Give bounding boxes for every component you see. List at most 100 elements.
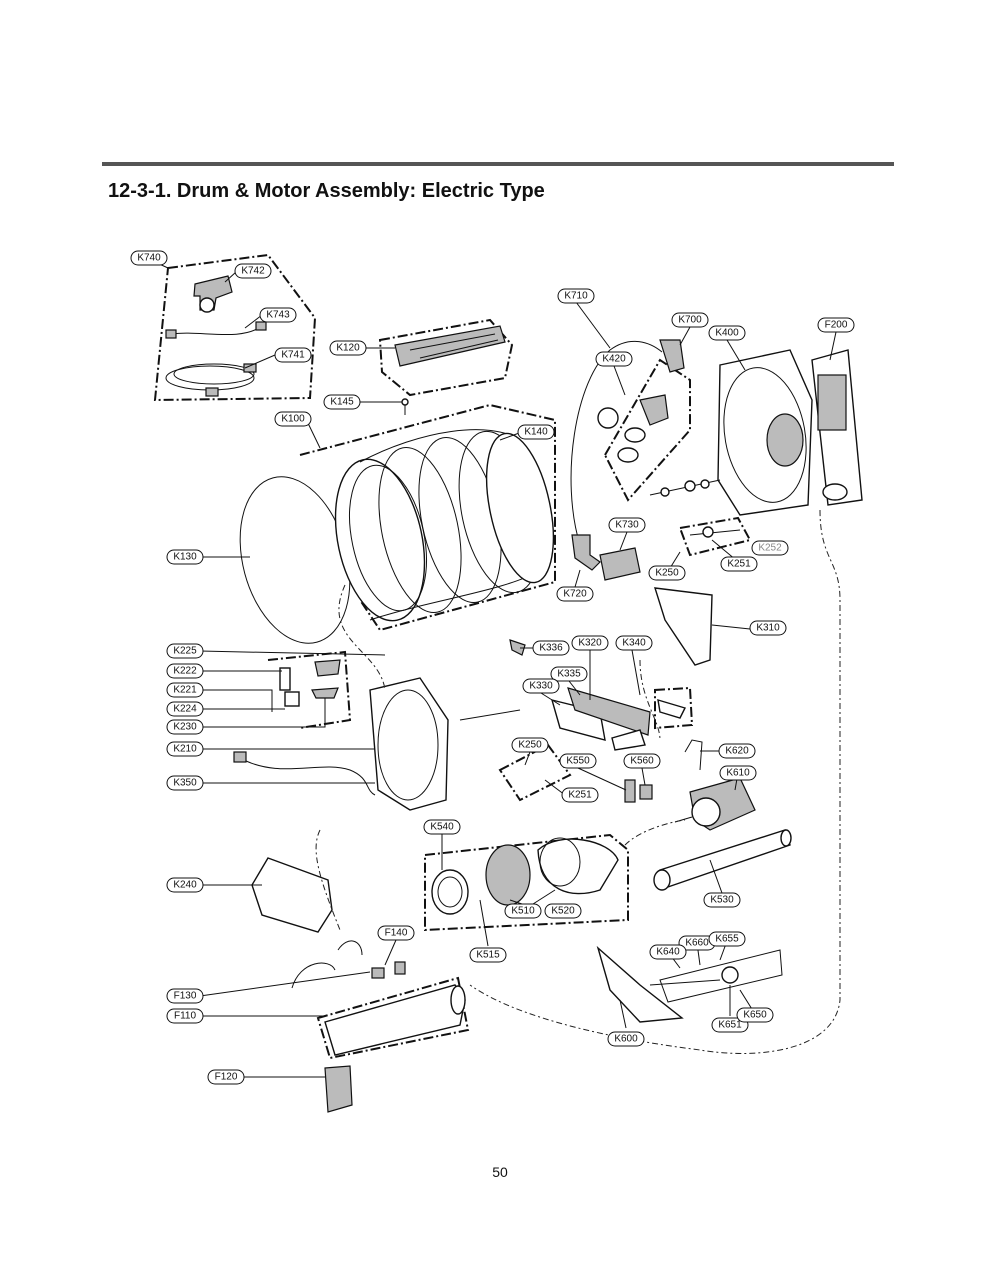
svg-text:F120: F120 <box>215 1072 238 1083</box>
part-label-k710: K710 <box>557 288 595 304</box>
part-label-k224: K224 <box>166 701 204 717</box>
svg-text:K250: K250 <box>655 568 679 579</box>
k120-outline <box>378 318 514 397</box>
part-label-f200: F200 <box>817 317 855 333</box>
heater-duct-part <box>324 984 466 1056</box>
svg-text:K550: K550 <box>566 756 590 767</box>
svg-text:K650: K650 <box>743 1010 767 1021</box>
part-label-k550: K550 <box>559 753 597 769</box>
part-label-k640: K640 <box>649 944 687 960</box>
k420-outline <box>603 358 691 502</box>
part-label-k620: K620 <box>718 743 756 759</box>
svg-text:F200: F200 <box>825 320 848 331</box>
svg-text:K335: K335 <box>557 669 581 680</box>
svg-text:K700: K700 <box>678 315 702 326</box>
k340-outline <box>654 686 694 730</box>
sensor-clip-part <box>509 639 526 656</box>
part-label-k221: K221 <box>166 682 204 698</box>
svg-text:K743: K743 <box>266 310 290 321</box>
part-label-k210: K210 <box>166 741 204 757</box>
svg-text:K310: K310 <box>756 623 780 634</box>
svg-text:K515: K515 <box>476 950 500 961</box>
lint-filter-part <box>654 587 713 666</box>
svg-text:K350: K350 <box>173 778 197 789</box>
svg-text:K620: K620 <box>725 746 749 757</box>
heater-outline <box>316 976 470 1060</box>
hose-kit-outline <box>153 253 317 402</box>
long-hose-part <box>165 363 257 397</box>
svg-text:K330: K330 <box>529 681 553 692</box>
part-label-k520: K520 <box>544 903 582 919</box>
blower-outline <box>424 833 629 932</box>
page-number: 50 <box>492 1164 508 1180</box>
svg-text:K225: K225 <box>173 646 197 657</box>
header-rule <box>102 162 894 166</box>
thermostat-parts <box>624 779 653 803</box>
svg-text:K651: K651 <box>718 1020 742 1031</box>
part-label-k230: K230 <box>166 719 204 735</box>
flow-path <box>315 509 841 1054</box>
svg-text:F140: F140 <box>385 928 408 939</box>
baffle-part <box>394 325 506 367</box>
svg-text:K742: K742 <box>241 266 265 277</box>
blower-cover-part <box>251 857 333 933</box>
k250-outline <box>498 743 572 802</box>
front-duct-part <box>550 687 686 751</box>
part-label-k310: K310 <box>749 620 787 636</box>
page-title: 12-3-1. Drum & Motor Assembly: Electric … <box>108 180 545 202</box>
part-label-k420: K420 <box>595 351 633 367</box>
svg-text:K510: K510 <box>511 906 535 917</box>
part-label-k743: K743 <box>259 307 297 323</box>
svg-text:K520: K520 <box>551 906 575 917</box>
motor-mount-parts <box>596 945 783 1023</box>
part-label-f110: F110 <box>166 1008 204 1024</box>
steam-generator-part <box>597 394 669 463</box>
part-label-k140: K140 <box>517 424 555 440</box>
part-label-k222: K222 <box>166 663 204 679</box>
part-label-k340: K340 <box>615 635 653 651</box>
svg-text:K710: K710 <box>564 291 588 302</box>
part-label-f120: F120 <box>207 1069 245 1085</box>
part-label-k651: K651 <box>711 1017 749 1033</box>
rear-bulkhead-part <box>717 349 813 516</box>
svg-text:K420: K420 <box>602 354 626 365</box>
k252-outline <box>678 516 752 557</box>
drum-outline <box>299 403 556 632</box>
drum-part <box>334 429 555 622</box>
part-label-k100: K100 <box>274 411 312 427</box>
motor-part <box>674 777 756 831</box>
svg-text:F110: F110 <box>174 1011 196 1022</box>
elbow-part <box>571 534 601 571</box>
part-label-k720: K720 <box>556 586 594 602</box>
part-label-k515: K515 <box>469 947 507 963</box>
svg-text:K120: K120 <box>336 343 360 354</box>
part-label-k655: K655 <box>708 931 746 947</box>
part-label-k610: K610 <box>719 765 757 781</box>
part-label-k400: K400 <box>708 325 746 341</box>
svg-text:K140: K140 <box>524 427 548 438</box>
svg-text:K222: K222 <box>173 666 197 677</box>
svg-text:K730: K730 <box>615 520 639 531</box>
svg-text:K250: K250 <box>518 740 542 751</box>
motor-bracket-part <box>684 739 703 771</box>
part-label-k250-upper: K250 <box>648 565 686 581</box>
rear-panel-part <box>811 349 863 506</box>
svg-text:K251: K251 <box>727 559 751 570</box>
part-label-k336: K336 <box>532 640 570 656</box>
svg-text:K540: K540 <box>430 822 454 833</box>
svg-text:K240: K240 <box>173 880 197 891</box>
leader-lines <box>154 261 837 1078</box>
part-label-f130: F130 <box>166 988 204 1004</box>
blower-parts <box>431 837 619 915</box>
part-label-k600: K600 <box>607 1031 645 1047</box>
duct-tube-part <box>653 829 792 891</box>
y-connector-part <box>193 275 233 313</box>
svg-text:K400: K400 <box>715 328 739 339</box>
svg-text:K720: K720 <box>563 589 587 600</box>
lamp-parts <box>279 659 341 707</box>
svg-text:K224: K224 <box>173 704 197 715</box>
svg-text:K340: K340 <box>622 638 646 649</box>
svg-text:K610: K610 <box>726 768 750 779</box>
part-label-k330: K330 <box>522 678 560 694</box>
part-label-k225: K225 <box>166 643 204 659</box>
